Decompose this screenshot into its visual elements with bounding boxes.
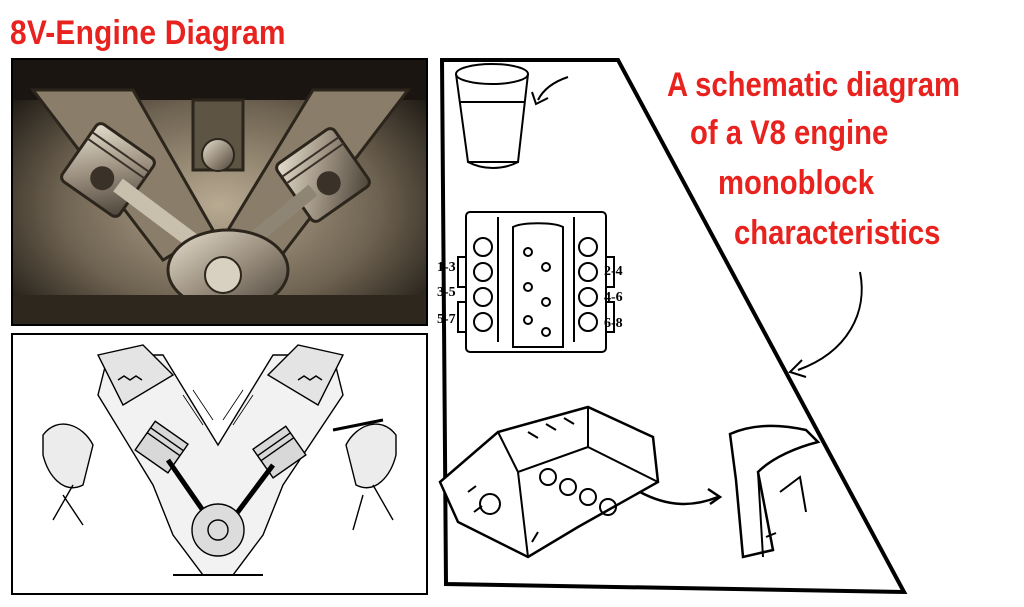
cylinder-label-right-1: 2-4 <box>604 264 623 279</box>
caption-line-1: A schematic diagram <box>667 66 961 104</box>
cylinder-label-left-2: 3-5 <box>437 285 456 300</box>
cylinder-label-right-3: 6-8 <box>604 316 623 331</box>
engine-cutaway-photo <box>11 58 428 326</box>
panel-frame <box>439 58 908 595</box>
engine-cross-section-drawing <box>11 333 428 595</box>
caption-line-4: characteristics <box>734 214 941 252</box>
cylinder-label-left-1: 1-3 <box>437 260 456 275</box>
schematic-panel <box>428 52 928 602</box>
caption-line-3: monoblock <box>718 164 874 202</box>
page-title: 8V-Engine Diagram <box>10 14 286 52</box>
cylinder-liner-icon <box>728 424 821 559</box>
caption-line-2: of a V8 engine <box>690 114 889 152</box>
cylinder-label-right-2: 4-6 <box>604 290 623 305</box>
block-perspective-icon <box>438 405 660 559</box>
cylinder-label-left-3: 5-7 <box>437 312 456 327</box>
block-top-view-icon <box>457 211 615 353</box>
cylinder-sleeve-icon <box>455 63 569 169</box>
